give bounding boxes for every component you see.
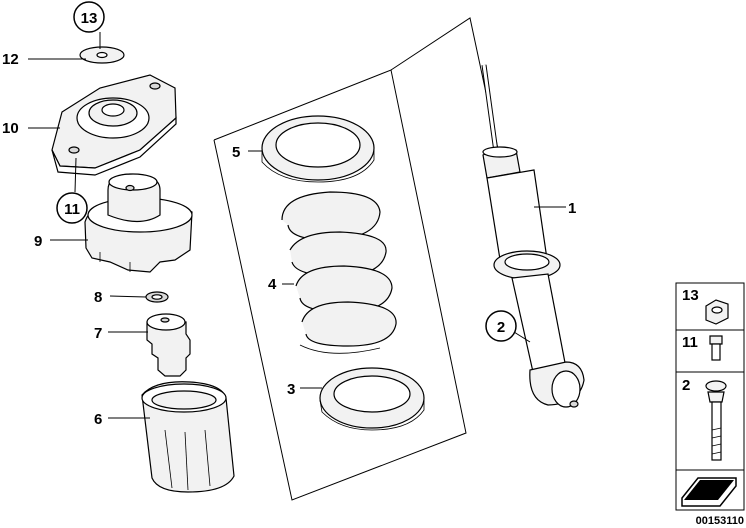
legend-arrow-icon [681, 477, 737, 507]
callout-5[interactable]: 5 [232, 144, 240, 161]
svg-text:11: 11 [682, 334, 698, 351]
part-5-upper-spring-seat[interactable] [261, 115, 375, 183]
callout-11[interactable]: 11 [56, 192, 88, 224]
part-13-washer[interactable] [79, 46, 125, 64]
callout-6[interactable]: 6 [94, 411, 102, 428]
part-6-protective-tube[interactable] [141, 381, 235, 493]
svg-text:11: 11 [64, 201, 80, 218]
diagram-reference-number: 00153110 [696, 515, 744, 527]
part-1-shock-absorber[interactable] [481, 64, 585, 408]
callout-4[interactable]: 4 [268, 276, 277, 293]
part-10-strut-top-mount[interactable] [51, 74, 177, 176]
callout-7[interactable]: 7 [94, 325, 102, 342]
callout-9[interactable]: 9 [34, 233, 42, 250]
part-8-ring[interactable] [145, 291, 169, 303]
svg-text:2: 2 [497, 319, 505, 336]
part-9-spring-pad[interactable] [84, 173, 193, 273]
svg-text:2: 2 [682, 377, 690, 394]
part-7-bump-stop[interactable] [146, 313, 191, 377]
spring-group-outline [213, 69, 467, 501]
svg-text:13: 13 [682, 287, 699, 304]
callout-2[interactable]: 2 [485, 310, 517, 342]
legend-row-2-bolt[interactable]: 2 [682, 377, 727, 461]
part-4-coil-spring[interactable] [281, 191, 397, 354]
svg-text:13: 13 [81, 10, 98, 27]
callout-1[interactable]: 1 [568, 200, 576, 217]
leader-lines [28, 32, 566, 419]
legend-row-11-bolt[interactable]: 11 [682, 334, 723, 361]
callout-10[interactable]: 10 [2, 120, 19, 137]
callout-12[interactable]: 12 [2, 51, 19, 68]
callout-13[interactable]: 13 [73, 1, 105, 33]
fastener-legend: 13 11 2 [675, 282, 745, 511]
callout-8[interactable]: 8 [94, 289, 102, 306]
part-3-lower-spring-seat[interactable] [319, 367, 425, 431]
legend-row-13-nut[interactable]: 13 [682, 287, 729, 325]
callout-3[interactable]: 3 [287, 381, 295, 398]
